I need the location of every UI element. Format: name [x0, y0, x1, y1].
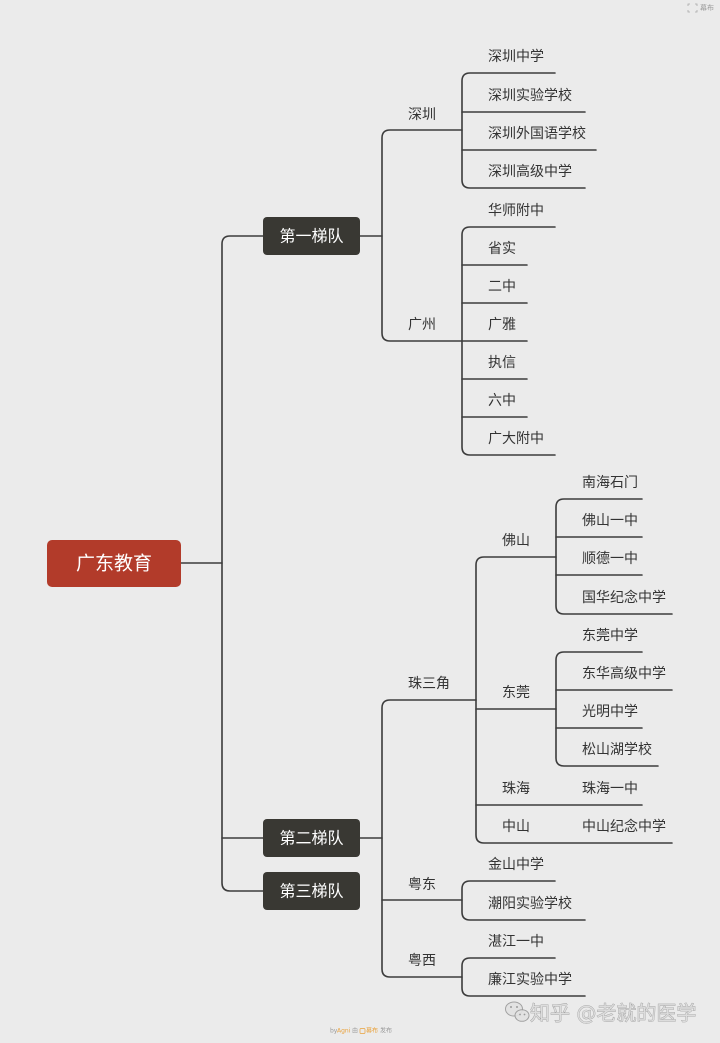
school-node-label: 潮阳实验学校 — [488, 895, 572, 912]
region-node-label: 广州 — [408, 317, 436, 333]
footer-by: by — [330, 1028, 338, 1035]
connector-line — [461, 957, 586, 997]
school-node-label: 二中 — [488, 279, 516, 295]
root-node-label: 广东教育 — [76, 553, 152, 575]
brand-logo-icon — [359, 1028, 366, 1034]
school-node-label: 顺德一中 — [582, 551, 638, 567]
school-node-label: 深圳高级中学 — [488, 163, 572, 180]
school-node-label: 省实 — [488, 241, 516, 257]
footer-action: 发布 — [380, 1027, 392, 1035]
tier-node-3: 第三梯队 — [263, 872, 360, 910]
connectors — [180, 72, 673, 997]
tier-node-box — [263, 217, 360, 255]
school-node-label: 深圳中学 — [488, 49, 544, 65]
tier-node-1: 第一梯队 — [263, 217, 360, 255]
school-node-label: 松山湖学校 — [582, 741, 652, 758]
city-node-label: 珠海 — [502, 781, 530, 797]
city-node-label: 东莞 — [502, 685, 530, 701]
school-node-label: 华师附中 — [488, 203, 544, 219]
school-node-label: 中山纪念中学 — [582, 818, 666, 835]
root-node-box — [47, 540, 181, 587]
connector-line — [221, 235, 264, 892]
region-node-label: 粤西 — [408, 953, 436, 969]
city-node-label: 佛山 — [502, 533, 530, 549]
brand-badge-label: 幕布 — [700, 3, 714, 12]
school-node-label: 深圳实验学校 — [488, 87, 572, 104]
school-node-label: 广大附中 — [488, 431, 544, 447]
school-node-label: 东莞中学 — [582, 628, 638, 644]
region-node-label: 粤东 — [408, 877, 436, 893]
city-nodes: 佛山 东莞 珠海 中山 — [502, 533, 530, 835]
school-node-label: 广雅 — [488, 317, 516, 333]
connector-line — [381, 699, 477, 978]
tier-node-label: 第三梯队 — [279, 882, 343, 901]
connector-line — [381, 129, 463, 342]
region-nodes: 深圳 广州 珠三角 粤东 粤西 — [408, 107, 450, 969]
brand-badge[interactable]: 幕布 — [687, 3, 714, 13]
school-node-label: 珠海一中 — [582, 781, 638, 797]
region-node-label: 珠三角 — [408, 676, 450, 692]
school-node-label: 湛江一中 — [488, 934, 544, 950]
school-node-label: 南海石门 — [582, 475, 638, 491]
tier-node-box — [263, 872, 360, 910]
school-node-label: 执信 — [488, 355, 516, 371]
school-node-label: 国华纪念中学 — [582, 589, 666, 606]
watermark: 知乎 @老就的医学 — [505, 1001, 697, 1025]
school-node-label: 六中 — [488, 393, 516, 409]
fullscreen-icon — [687, 3, 698, 13]
connector-line — [555, 651, 659, 767]
footer-via: 由 — [352, 1027, 358, 1035]
school-node-label: 光明中学 — [582, 704, 638, 720]
tier-node-box — [263, 819, 360, 857]
region-node-label: 深圳 — [408, 107, 436, 123]
school-node-label: 深圳外国语学校 — [488, 125, 586, 142]
footer-brand-link[interactable]: 幕布 — [366, 1027, 378, 1035]
school-node-label: 廉江实验中学 — [488, 971, 572, 988]
school-node-label: 金山中学 — [488, 857, 544, 873]
footer-credit: by Agni 由 幕布 发布 — [330, 1027, 392, 1035]
footer-author: Agni — [337, 1028, 351, 1035]
connector-line — [555, 498, 673, 615]
connector-line — [461, 72, 586, 189]
wechat-icon — [505, 1001, 530, 1022]
connector-line — [475, 556, 673, 844]
connector-line — [461, 880, 586, 921]
city-node-label: 中山 — [502, 819, 530, 835]
school-node-label: 佛山一中 — [582, 513, 638, 529]
watermark-text: 知乎 @老就的医学 — [530, 1001, 696, 1025]
root-node: 广东教育 — [47, 540, 181, 587]
school-node-label: 东华高级中学 — [582, 665, 666, 682]
tier-node-label: 第二梯队 — [279, 829, 343, 848]
tier-node-label: 第一梯队 — [279, 227, 343, 246]
tier-node-2: 第二梯队 — [263, 819, 360, 857]
school-nodes: 深圳中学 深圳实验学校 深圳外国语学校 深圳高级中学 华师附中 省实 二中 广雅… — [488, 49, 666, 988]
